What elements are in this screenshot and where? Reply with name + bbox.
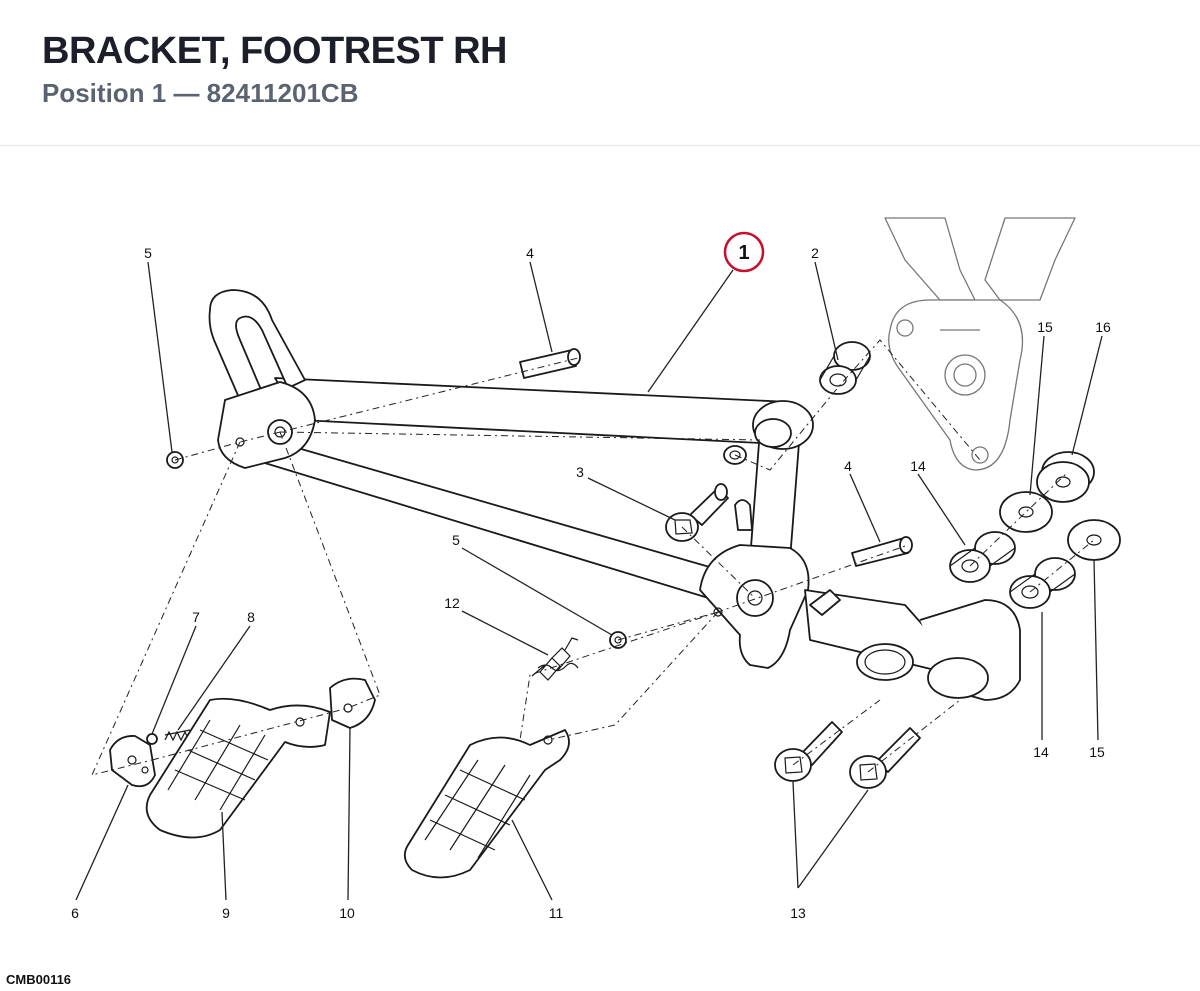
frame-ghost (884, 217, 1076, 471)
callout-9: 9 (222, 905, 230, 921)
header: BRACKET, FOOTREST RH Position 1 — 824112… (0, 0, 1200, 146)
callout-15-upper: 15 (1037, 319, 1053, 335)
part-14-spacers (949, 531, 1076, 609)
leader-lines (75, 261, 1103, 901)
callout-2: 2 (811, 245, 819, 261)
callout-12: 12 (444, 595, 460, 611)
part-4-pin-lower (851, 536, 913, 567)
callout-11: 11 (549, 905, 564, 921)
callout-14-lower: 14 (1033, 744, 1049, 760)
part-9-footpeg (145, 697, 331, 839)
part-2-bushing (819, 341, 871, 395)
callout-7: 7 (192, 609, 200, 625)
diagram-code: CMB00116 (6, 972, 72, 987)
part-10-plate (329, 677, 376, 729)
callout-15-lower: 15 (1089, 744, 1105, 760)
part-12-spring (531, 637, 579, 681)
callout-5-left: 5 (144, 245, 152, 261)
callout-4-upper: 4 (526, 245, 534, 261)
page-title: BRACKET, FOOTREST RH (42, 30, 508, 72)
callout-6: 6 (71, 905, 79, 921)
callout-8: 8 (247, 609, 255, 625)
callout-16: 16 (1095, 319, 1111, 335)
callout-4-lower: 4 (844, 458, 852, 474)
assembly-lines (91, 339, 1095, 776)
callout-5-center: 5 (452, 532, 460, 548)
callout-3: 3 (576, 464, 584, 480)
part-13-bolts (774, 721, 921, 789)
callout-13: 13 (790, 905, 806, 921)
callout-14-upper: 14 (910, 458, 926, 474)
part-4-pin-upper (519, 348, 581, 379)
callout-10: 10 (339, 905, 355, 921)
callout-1: 1 (738, 242, 749, 264)
part-7-ball (146, 733, 158, 745)
footrest-bracket (208, 289, 1021, 701)
highlight-ring (723, 231, 765, 273)
part-11-footpeg (403, 729, 570, 879)
page-subtitle: Position 1 — 82411201CB (42, 78, 359, 108)
callouts: 1 2 3 4 4 5 5 6 7 8 9 10 11 12 13 14 14 … (71, 242, 1111, 921)
part-3-bolt (665, 483, 729, 542)
part-16-cap (1036, 451, 1095, 503)
part-6-plate (109, 735, 156, 788)
part-15-washers (999, 491, 1121, 561)
